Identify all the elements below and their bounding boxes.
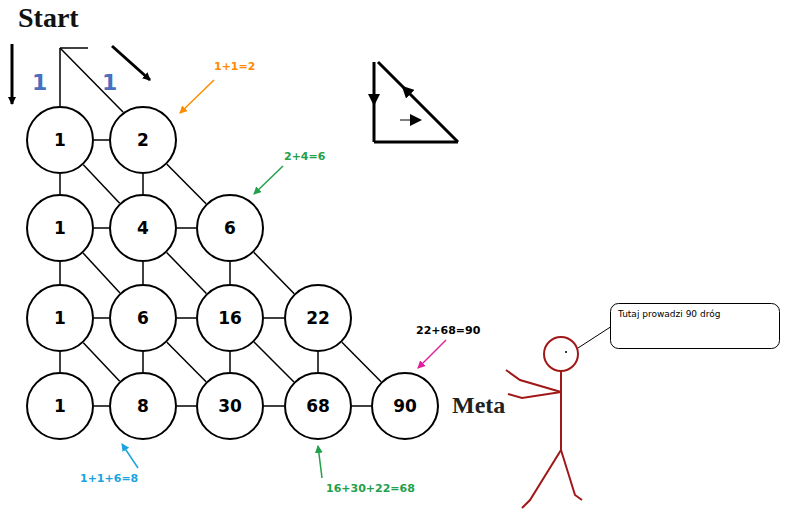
grid-connector [142, 262, 144, 284]
grid-connector [177, 405, 196, 407]
path-count: 16 [218, 308, 242, 328]
path-count: 6 [137, 308, 149, 328]
sum-note: 1+1=2 [214, 60, 255, 73]
count-circle: 90 [371, 372, 439, 440]
count-circle: 6 [109, 284, 177, 352]
grid-connector [142, 352, 144, 372]
grid-connector [83, 165, 119, 204]
grid-connector [167, 164, 206, 204]
speech-bubble: Tutaj prowadzi 90 dróg [610, 303, 780, 349]
grid-connector [94, 139, 109, 141]
sum-note: 22+68=90 [416, 324, 480, 337]
grid-connector [167, 252, 207, 293]
path-count: 1 [54, 308, 66, 328]
count-circle: 1 [26, 372, 94, 440]
count-circle: 30 [196, 372, 264, 440]
path-count: 8 [137, 396, 149, 416]
start-arrows [12, 44, 150, 104]
grid-connector [94, 227, 109, 229]
grid-connector [342, 342, 381, 382]
speech-tail [578, 326, 612, 348]
grid-connector [59, 262, 61, 284]
leader-arrow [254, 166, 283, 194]
grid-connector [254, 252, 294, 293]
count-circle: 1 [26, 106, 94, 174]
grid-connector [94, 405, 109, 407]
leader-arrow [122, 444, 138, 468]
grid-connector [59, 352, 61, 372]
step-count: 1 [102, 70, 117, 95]
grid-connector [83, 343, 119, 382]
leader-arrow [418, 340, 446, 368]
grid-connector [352, 405, 371, 407]
grid-connector [229, 262, 231, 284]
grid-connector [142, 174, 144, 194]
grid-connector [83, 253, 120, 293]
count-circle: 22 [284, 284, 352, 352]
path-count: 68 [306, 396, 330, 416]
finish-label: Meta [452, 392, 505, 419]
leader-arrow [318, 446, 322, 478]
leader-arrow [180, 80, 214, 113]
stick-figure [506, 337, 582, 508]
grid-connector [59, 174, 61, 194]
count-circle: 6 [196, 194, 264, 262]
start-label: Start [18, 2, 79, 34]
speech-text: Tutaj prowadzi 90 dróg [618, 309, 772, 319]
step-count: 1 [32, 70, 47, 95]
count-circle: 1 [26, 194, 94, 262]
path-count: 4 [137, 218, 149, 238]
count-circle: 4 [109, 194, 177, 262]
grid-connector [177, 227, 196, 229]
count-circle: 1 [26, 284, 94, 352]
sum-note: 16+30+22=68 [326, 482, 415, 495]
path-count: 6 [224, 218, 236, 238]
grid-connector [167, 342, 206, 382]
grid-connector [229, 352, 231, 372]
grid-connector [94, 317, 109, 319]
path-count: 22 [306, 308, 330, 328]
sum-note: 1+1+6=8 [80, 472, 138, 485]
path-count: 1 [54, 130, 66, 150]
grid-connector [264, 405, 284, 407]
grid-connector [254, 342, 294, 382]
grid-connector [264, 317, 284, 319]
path-count: 90 [393, 396, 417, 416]
sum-note: 2+4=6 [284, 150, 325, 163]
path-count: 2 [137, 130, 149, 150]
grid-connector [317, 352, 319, 372]
direction-symbol [374, 62, 458, 142]
count-circle: 16 [196, 284, 264, 352]
start-lines [60, 48, 123, 112]
path-count: 1 [54, 218, 66, 238]
grid-connector [177, 317, 196, 319]
path-count: 30 [218, 396, 242, 416]
path-count: 1 [54, 396, 66, 416]
eye-dot [565, 351, 567, 353]
count-circle: 8 [109, 372, 177, 440]
count-circle: 2 [109, 106, 177, 174]
count-circle: 68 [284, 372, 352, 440]
